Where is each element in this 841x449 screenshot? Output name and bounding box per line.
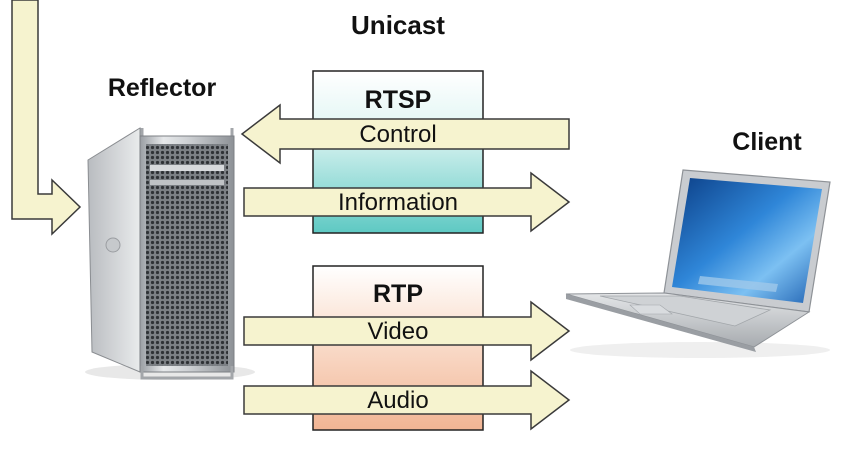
reflector-server-icon — [85, 127, 255, 380]
incoming-stream-arrow — [11, 0, 82, 236]
video-arrow-label: Video — [368, 318, 429, 345]
information-arrow-label: Information — [338, 189, 458, 216]
diagram-title: Unicast — [351, 10, 445, 40]
information-arrow: Information — [243, 171, 571, 233]
control-arrow-label: Control — [359, 121, 436, 148]
audio-arrow-label: Audio — [367, 387, 428, 414]
client-laptop-icon — [565, 169, 831, 358]
reflector-label: Reflector — [108, 74, 217, 102]
audio-arrow: Audio — [243, 369, 571, 431]
rtsp-label: RTSP — [365, 86, 432, 114]
video-arrow: Video — [243, 300, 571, 362]
client-label: Client — [732, 128, 802, 156]
rtp-label: RTP — [373, 280, 423, 308]
control-arrow: Control — [240, 103, 570, 165]
